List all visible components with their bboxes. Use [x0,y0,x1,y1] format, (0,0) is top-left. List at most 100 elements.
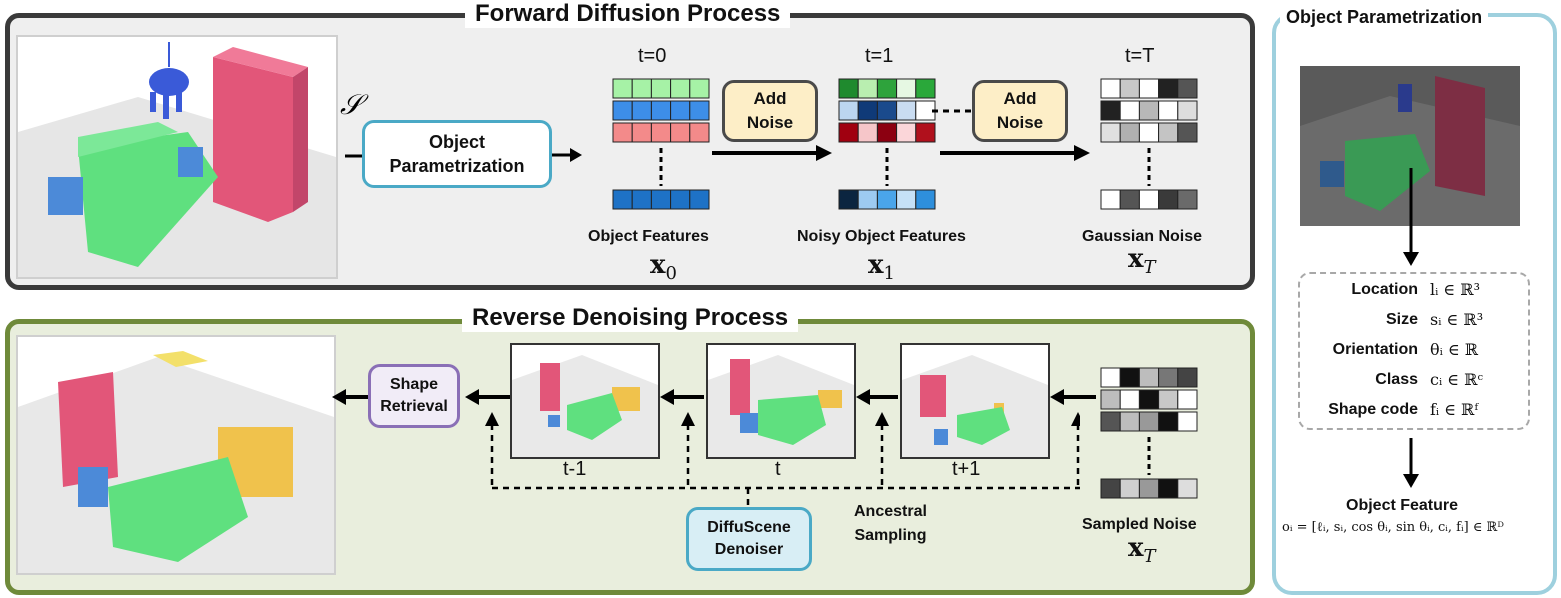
diffuscene-denoiser-box: DiffuScene Denoiser [686,507,812,571]
gaussian-noise-cell [1138,78,1160,99]
gaussian-noise-cell [1138,122,1160,143]
noisy-feature-cell [857,189,878,210]
sampled-noise-cell [1138,478,1160,499]
sampled-noise-cell [1100,389,1121,410]
gaussian-noise-cell [1119,189,1140,210]
clean-feature-cell [631,122,652,143]
sampled-noise-cell [1119,367,1140,388]
sampled-noise-cell [1119,411,1140,432]
param-row-name: Location [1351,280,1418,298]
gaussian-noise-cell [1158,100,1179,121]
sampled-noise-cell [1119,478,1140,499]
param-row-name: Size [1385,310,1418,328]
param-row-math: θᵢ ∈ ℝ [1430,340,1479,359]
arrow-t-plus-1-to-t [856,389,898,405]
param-row-name: Class [1375,370,1418,388]
clean-feature-cell [670,78,691,99]
param-box-line1: Object [428,132,485,152]
noisy-feature-cell [896,189,917,210]
clean-feature-cell [612,122,633,143]
object-feature-title: Object Feature [1346,497,1459,514]
gaussian-noise-cell [1119,78,1140,99]
noisy-feature-cell [876,78,898,99]
arrow-to-shape-retrieval [465,389,510,405]
reverse-scene-image [16,335,336,575]
noisy-features-label: Noisy Object Features [797,228,966,245]
x1-symbol: x1 [868,250,895,285]
sampled-noise-cell [1177,478,1198,499]
denoiser-line1: DiffuScene [707,519,791,536]
arrow-noise-to-t-plus-1 [1050,389,1096,405]
param-row-math: cᵢ ∈ ℝᶜ [1430,370,1484,389]
forward-scene-image [16,35,338,279]
ancestral-line2: Sampling [854,527,927,544]
noisy-feature-cell [915,78,936,99]
sampled-noise-cell [1158,478,1179,499]
noisy-feature-cell [838,189,859,210]
clean-feature-cell [631,78,652,99]
param-arrow-down-2 [1403,438,1419,488]
gaussian-noise-cell [1177,189,1198,210]
scene-frame-t-minus-1 [510,343,660,459]
gaussian-noise-cell [1138,189,1160,210]
gaussian-noise-cell [1119,122,1140,143]
sampled-noise-cell [1119,389,1140,410]
sampled-xT-symbol: xT [1128,533,1156,568]
param-row-name: Orientation [1332,340,1418,358]
sampled-noise-cell [1100,411,1121,432]
gaussian-noise-cell [1158,122,1179,143]
param-row: Class cᵢ ∈ ℝᶜ [1300,370,1483,389]
add-noise-box-2: Add Noise [972,80,1068,142]
add-noise-box-1: Add Noise [722,80,818,142]
dashed-connector-forward [932,109,972,113]
clean-feature-cell [650,100,672,121]
gaussian-noise-cell [1100,189,1121,210]
gaussian-noise-label: Gaussian Noise [1082,228,1203,245]
sampled-noise-cell [1100,478,1121,499]
sampled-noise-grid [1100,367,1198,508]
clean-feature-cell [612,100,633,121]
t1-label: t=1 [865,45,894,67]
gaussian-noise-cell [1100,122,1121,143]
gaussian-noise-grid [1100,78,1198,219]
noisy-feature-cell [876,122,898,143]
arrow-scene-to-param [345,154,365,158]
clean-feature-cell [650,189,672,210]
shape-retrieval-box: Shape Retrieval [368,364,460,428]
param-row: Orientation θᵢ ∈ ℝ [1300,340,1479,359]
gaussian-noise-cell [1177,100,1198,121]
forward-title: Forward Diffusion Process [465,0,791,28]
tT-label: t=T [1125,45,1155,67]
param-title: Object Parametrization [1280,3,1489,31]
t0-label: t=0 [638,45,667,67]
ancestral-sampling-lines [485,412,1080,508]
clean-feature-cell [631,100,652,121]
noisy-feature-cell [857,78,878,99]
clean-feature-cell [612,189,633,210]
sampled-noise-cell [1158,389,1179,410]
param-arrow-down-1 [1403,168,1419,266]
clean-feature-grid [612,78,710,219]
noisy-feature-grid [838,78,936,219]
gaussian-noise-cell [1177,78,1198,99]
sampled-noise-cell [1138,367,1160,388]
sampled-noise-label: Sampled Noise [1082,516,1197,533]
arrow-to-reverse-scene [332,389,368,405]
gaussian-noise-cell [1100,78,1121,99]
gaussian-noise-svg [1100,78,1198,210]
scene-symbol: 𝒮 [340,88,362,121]
clean-feature-svg [612,78,710,210]
sampled-noise-cell [1158,411,1179,432]
gaussian-noise-cell [1158,78,1179,99]
noisy-feature-svg [838,78,936,210]
noisy-feature-cell [915,189,936,210]
clean-feature-cell [650,78,672,99]
xT-symbol: xT [1128,244,1156,279]
noisy-feature-cell [838,122,859,143]
denoiser-line2: Denoiser [714,541,784,558]
param-attributes-box [1298,272,1530,430]
scene-frame-t-plus-1 [900,343,1050,459]
object-features-label: Object Features [588,228,709,245]
